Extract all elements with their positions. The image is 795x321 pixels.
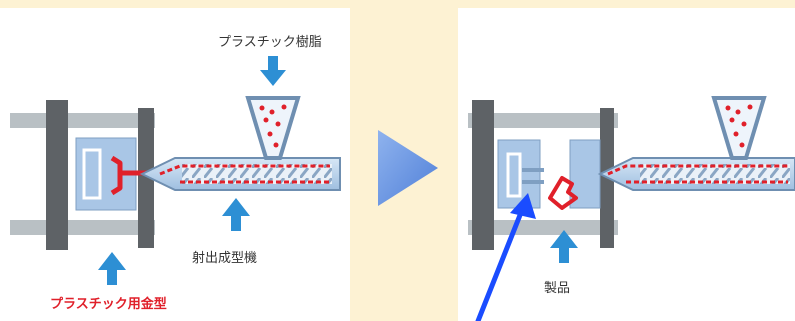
hopper [245,96,301,160]
tie-bar-bottom [468,220,618,235]
resin-pellets [259,104,287,148]
moving-platen [138,108,154,248]
mold-label: プラスチック用金型 [50,296,167,312]
tie-bar-top [10,113,155,128]
ejection-machine-diagram: 製品 [468,96,795,296]
product-label: 製品 [544,281,570,296]
screw [640,164,790,184]
resin-flow-line [607,164,788,184]
mold-cavity [506,152,522,198]
tie-bar-top [468,113,618,128]
hopper [711,96,767,160]
pointer-arrow-icon [475,193,536,321]
screw [182,164,332,184]
injection-machine-diagram: プラスチック樹脂 射出成型機 プラスチック用金型 [10,35,341,312]
mold-cavity [82,148,102,200]
ejector-pin [522,180,544,184]
step-panel-injection: プラスチック樹脂 射出成型機 プラスチック用金型 [0,8,350,321]
fixed-platen [472,100,494,250]
up-arrow-icon [98,252,126,285]
up-arrow-icon [550,230,578,263]
ejector-pin [522,168,544,172]
fixed-platen [46,100,68,250]
tie-bar-bottom [10,220,155,235]
machine-label: 射出成型機 [192,250,257,266]
up-arrow-icon [222,198,250,231]
resin-pellets [725,104,753,148]
resin-flow-line [159,164,330,184]
resin-label: プラスチック樹脂 [218,35,322,50]
molded-product [548,176,578,210]
down-arrow-icon [260,56,286,86]
next-step-arrow-icon [378,130,438,206]
step-panel-ejection: 製品 [458,8,795,321]
